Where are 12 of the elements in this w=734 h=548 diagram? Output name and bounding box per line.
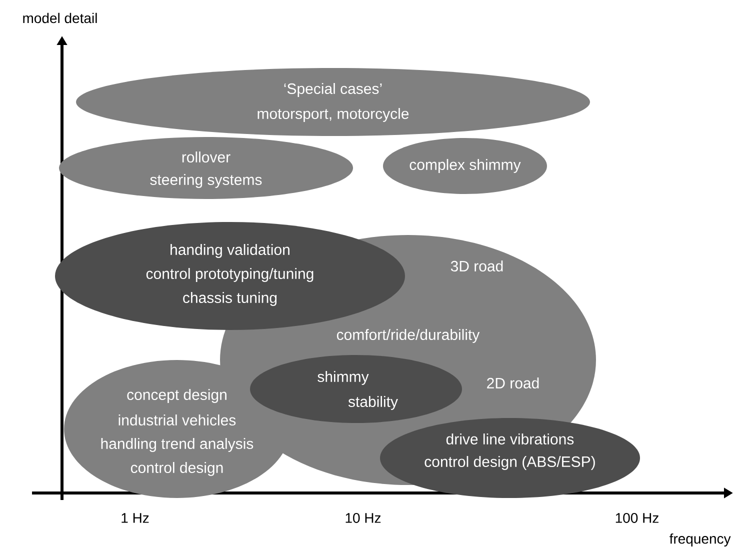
ellipse-region: drive line vibrations control design (ABS/ESP)	[380, 418, 640, 498]
axis-label: 100 Hz	[616, 513, 658, 523]
axis-label: 1 Hz	[122, 513, 149, 523]
ellipse-region: complex shimmy	[383, 138, 547, 194]
ellipse-region: rollover steering systems	[59, 137, 353, 199]
ellipse-region: handing validation control prototyping/tuning chassis tuning	[55, 222, 405, 330]
ellipse-region: shimmy stability	[250, 355, 462, 423]
axis-label: 10 Hz	[346, 513, 381, 523]
axis-label: model detail	[23, 12, 97, 24]
ellipse-region: ‘Special cases’ motorsport, motorcycle	[76, 68, 590, 136]
axis-label: frequency	[670, 533, 731, 546]
ellipse-region: concept design industrial vehicles handling trend analysis control design	[64, 360, 290, 498]
